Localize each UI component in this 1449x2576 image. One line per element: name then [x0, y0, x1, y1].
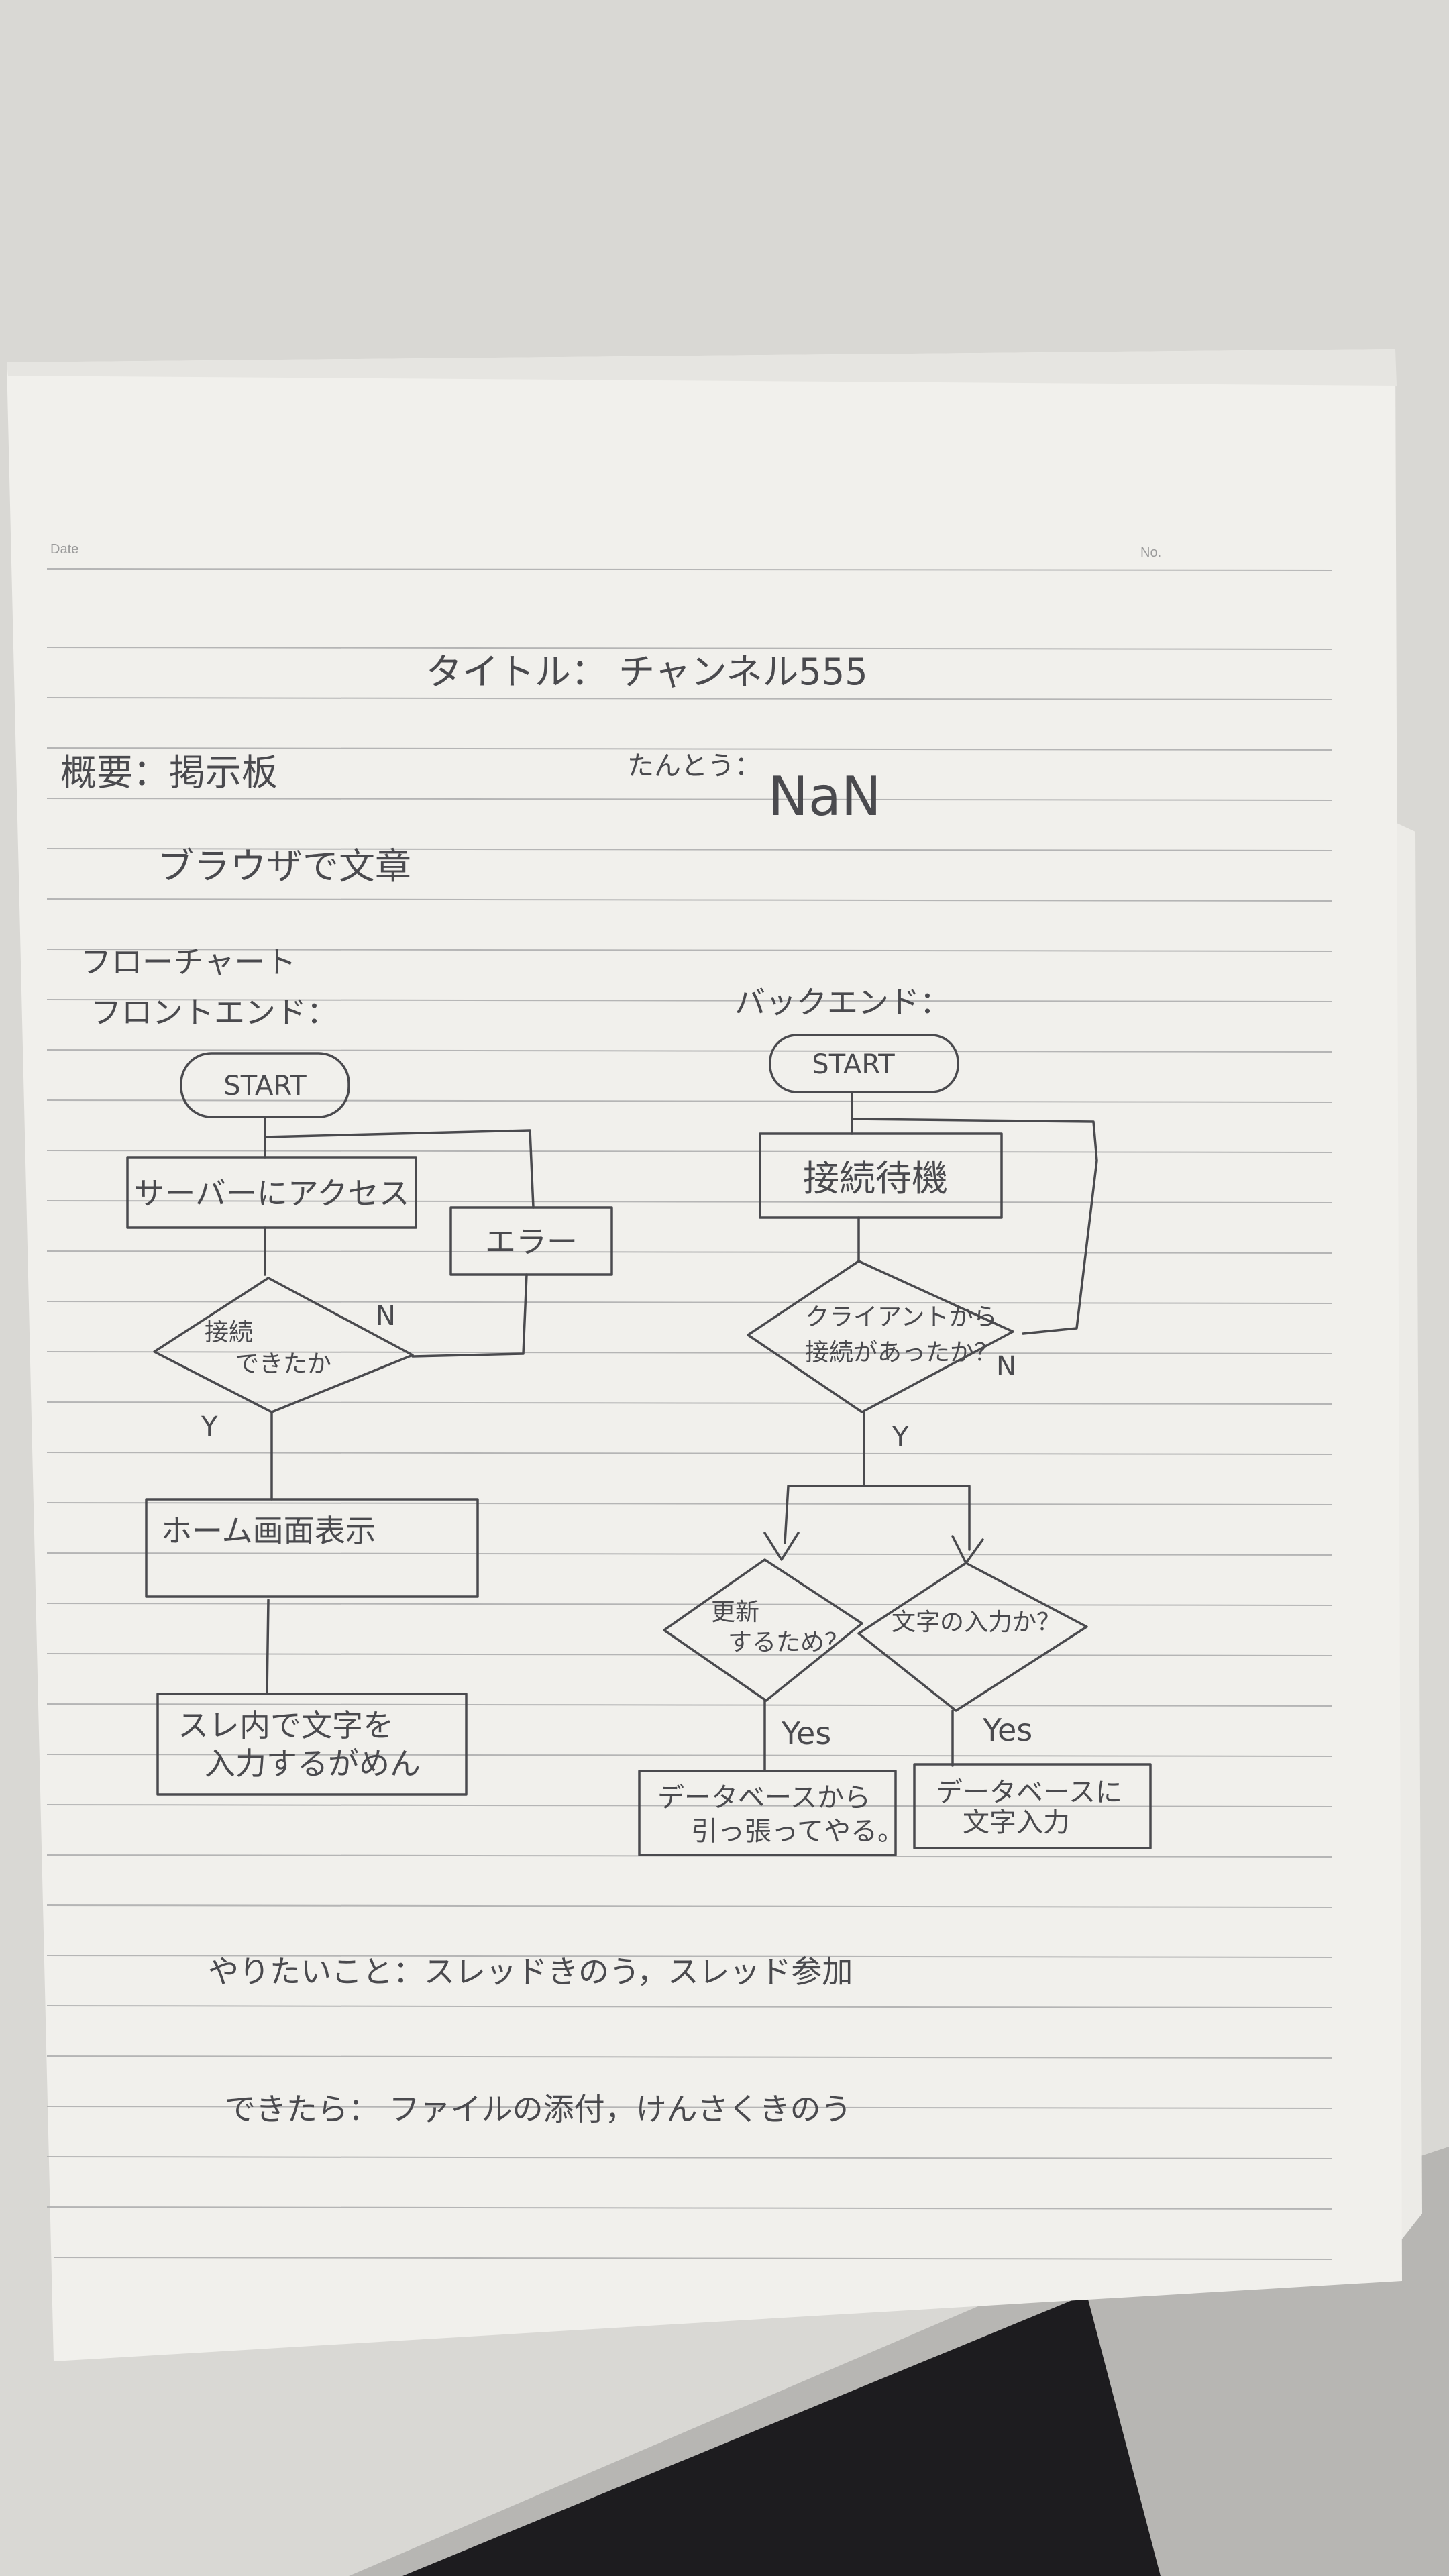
- backend-db-fetch-line2: 引っ張ってやる。: [691, 1816, 904, 1847]
- frontend-home-box: [145, 1498, 479, 1598]
- backend-text-input-label: 文字の入力か？: [892, 1609, 1061, 1636]
- wish-text: やりたいこと：スレッドきのう，スレッド参加: [208, 1953, 853, 1990]
- backend-label: バックエンド：: [735, 984, 951, 1020]
- backend-db-write-line1: データベースに: [936, 1777, 1122, 1808]
- backend-update-decision: [663, 1558, 863, 1702]
- torn-binding-edge: [7, 349, 1397, 386]
- frontend-label: フロントエンド：: [91, 994, 337, 1030]
- backend-wait-label: 接続待機: [803, 1157, 948, 1199]
- frontend-access-box: [126, 1156, 417, 1229]
- frontend-start-label: START: [223, 1071, 307, 1102]
- overview-text: 概要：掲示板: [60, 751, 278, 794]
- owner-value: NaN: [768, 765, 881, 828]
- backend-branch-line: [784, 1485, 971, 1551]
- backend-branch-arrowhead-left: [763, 1532, 800, 1561]
- frontend-no-label: N: [376, 1301, 396, 1332]
- backend-decision-line2: 接続があったか？: [805, 1339, 998, 1366]
- backend-yes-left: Yes: [781, 1715, 831, 1752]
- backend-yes-right: Yes: [982, 1712, 1032, 1748]
- backend-decision-line1: クライアントから: [805, 1303, 998, 1331]
- description-text: ブラウザで文章: [158, 845, 411, 888]
- notebook-page: [7, 349, 1402, 2361]
- backend-update-line1: 更新: [711, 1599, 759, 1626]
- if-possible-text: できたら： ファイルの添付，けんさくきのう: [225, 2091, 852, 2127]
- backend-db-write-box: [913, 1763, 1152, 1849]
- owner-label: たんとう：: [627, 751, 761, 782]
- title-text: タイトル： チャンネル555: [426, 651, 868, 693]
- flowchart-heading: フローチャート: [80, 944, 297, 980]
- no-label: No.: [1140, 545, 1161, 560]
- backend-db-fetch-box: [638, 1770, 897, 1856]
- backend-no-label: N: [996, 1351, 1016, 1382]
- frontend-error-label: エラー: [485, 1224, 578, 1260]
- backend-start-label: START: [812, 1049, 895, 1080]
- frontend-arrow-4: [266, 1599, 270, 1695]
- frontend-retry-line: [264, 1129, 535, 1209]
- date-label: Date: [50, 542, 78, 557]
- frontend-flowchart: START サーバーにアクセス エラー 接続 できたか N Y ホーム画面表示 …: [126, 1052, 613, 1796]
- backend-db-fetch-line1: データベースから: [657, 1782, 871, 1813]
- frontend-input-line1: スレ内で文字を: [178, 1707, 394, 1743]
- frontend-input-box: [156, 1693, 468, 1796]
- frontend-error-box: [449, 1206, 613, 1276]
- frontend-input-line2: 入力するがめん: [205, 1746, 421, 1782]
- frontend-decision-line2: できたか: [235, 1350, 331, 1378]
- ruled-lines: [46, 568, 1332, 2260]
- frontend-no-line: [411, 1273, 528, 1358]
- backend-yes-label: Y: [892, 1421, 909, 1452]
- backend-db-write-line2: 文字入力: [963, 1807, 1070, 1838]
- backend-decision: [747, 1260, 1014, 1413]
- frontend-home-label: ホーム画面表示: [161, 1513, 376, 1549]
- backend-retry-line: [851, 1118, 1098, 1335]
- dark-object: [402, 2294, 1161, 2576]
- frontend-yes-label: Y: [201, 1411, 218, 1442]
- backend-wait-box: [759, 1132, 1003, 1219]
- backend-text-input-decision: [857, 1562, 1088, 1712]
- backend-start-terminal: [769, 1034, 959, 1093]
- backend-flowchart: START 接続待機 クライアントから 接続があったか？ N Y 更新 するため…: [638, 1034, 1152, 1856]
- frontend-access-label: サーバーにアクセス: [133, 1175, 409, 1212]
- backend-update-line2: するため？: [728, 1629, 849, 1656]
- frontend-decision-line1: 接続: [205, 1319, 253, 1346]
